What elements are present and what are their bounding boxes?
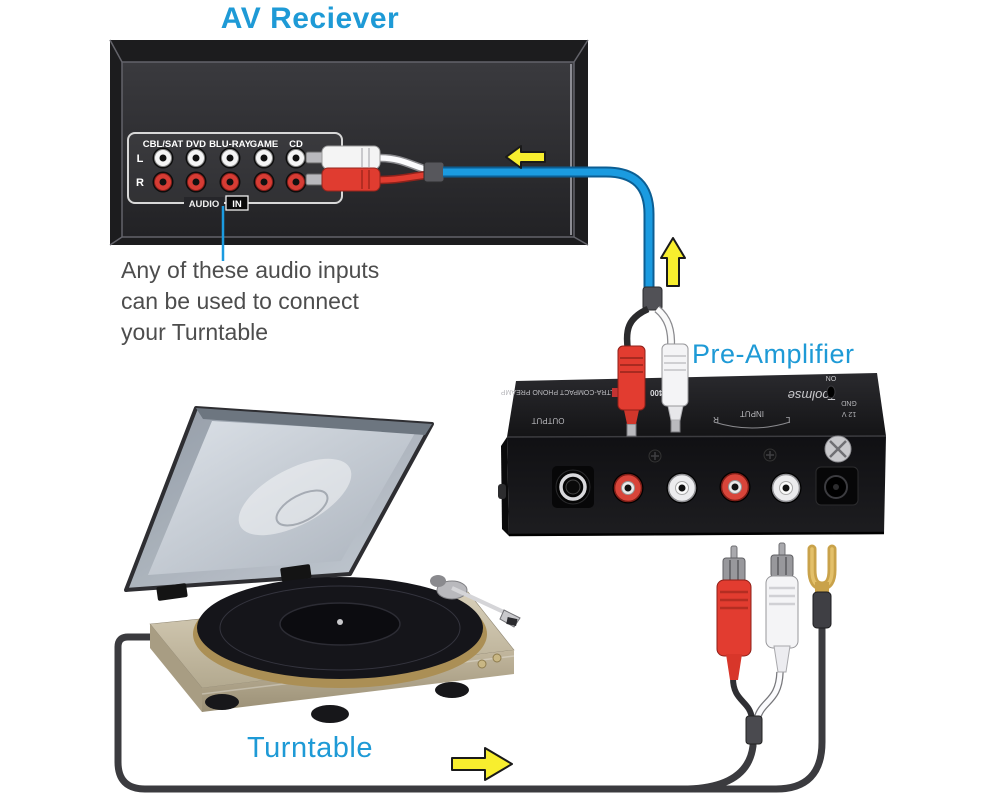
rca-jack-red	[719, 471, 751, 503]
input-labels: CBL/SAT DVD BLU-RAY GAME CD	[143, 139, 303, 150]
counterweight	[430, 575, 446, 587]
ground-spade-connector	[807, 544, 837, 629]
white-rca-plug	[765, 542, 799, 673]
input-label-cbl-sat: CBL/SAT	[143, 139, 184, 150]
tonearm	[430, 575, 521, 628]
quarter-inch-jack	[552, 466, 594, 508]
rca-jack-red	[612, 472, 644, 504]
rca-jack-white	[253, 147, 275, 169]
row-label-left: L	[137, 153, 144, 165]
pre-amplifier-title: Pre-Amplifier	[692, 339, 855, 369]
annotation-line: your Turntable	[121, 319, 269, 345]
cable-main-run	[114, 633, 704, 793]
white-rca-plug	[661, 343, 689, 433]
white-lead	[754, 671, 783, 720]
rca-jack-red	[253, 171, 275, 193]
input-label-dvd: DVD	[186, 139, 206, 150]
rca-jack-white	[666, 472, 698, 504]
preamp-brand: Toolmse	[788, 388, 837, 403]
red-lead	[730, 677, 755, 720]
in-badge	[225, 195, 249, 211]
in-badge-label: IN	[232, 199, 242, 210]
audio-label-backing	[184, 197, 224, 210]
preamp-front-jacks	[552, 435, 859, 508]
input-label-blu-ray: BLU-RAY	[209, 139, 252, 150]
platter	[193, 577, 487, 688]
blue-cable	[443, 166, 655, 290]
preamp-side-nub	[498, 484, 506, 499]
y-junction-sleeve	[745, 715, 763, 745]
splitter-sleeve	[642, 286, 663, 311]
arrow-up-icon	[660, 237, 686, 287]
av-receiver-title: AV Reciever	[220, 2, 400, 35]
rca-jack-white	[152, 147, 174, 169]
preamp-tagline: ULTRA-COMPACT PHONO PREAMP	[501, 388, 620, 395]
turntable-foot	[205, 694, 239, 710]
control-knob	[477, 659, 487, 669]
red-rca-plug	[617, 345, 646, 437]
preamp-top-face	[507, 373, 886, 437]
preamp-body: ULTRA-COMPACT PHONO PREAMP PP400 Toolmse…	[498, 373, 887, 537]
dust-cover	[124, 406, 434, 592]
annotation-line: can be used to connect	[121, 288, 359, 314]
power-switch	[826, 385, 836, 399]
turntable-image	[124, 406, 521, 723]
preamp-power-label: 12 V	[841, 410, 856, 417]
flow-arrows	[451, 145, 686, 781]
rca-jack-white	[185, 147, 207, 169]
cover-hinge	[280, 564, 312, 582]
rca-jack-white	[219, 147, 241, 169]
panel-screw	[763, 448, 777, 462]
preamp-gnd-label: GND	[841, 399, 857, 406]
panel-screw	[648, 449, 662, 463]
blue-cable-core	[443, 168, 653, 290]
cover-hinge	[156, 583, 188, 601]
preamp-input-r: R	[713, 415, 719, 424]
rca-jack-red	[185, 171, 207, 193]
rca-jack-red	[152, 171, 174, 193]
rca-jack-white	[770, 472, 802, 504]
preamp-on-label: ON	[826, 374, 837, 381]
rca-jack-red	[219, 171, 241, 193]
arrow-left-icon	[505, 145, 546, 169]
turntable-foot	[435, 682, 469, 698]
receiver-bevel-lines	[109, 39, 589, 246]
rca-jack-white	[285, 147, 307, 169]
audio-label: AUDIO	[189, 199, 220, 210]
preamp-output-label: OUTPUT	[531, 416, 564, 425]
cable-branch-ground	[692, 622, 826, 793]
cable-branch-rca	[684, 736, 757, 793]
turntable-rca-cable	[716, 542, 837, 745]
preamp-input-l: L	[785, 415, 790, 424]
ground-screw	[824, 435, 852, 463]
turntable-cable-run	[114, 622, 826, 793]
receiver-rca-plugs	[305, 145, 445, 192]
cartridge	[506, 617, 518, 626]
arrow-right-icon	[451, 747, 513, 781]
jack-row-left	[152, 147, 307, 169]
red-rca-plug	[716, 545, 752, 680]
preamp-input-label: INPUT	[740, 409, 764, 418]
spindle	[337, 619, 343, 625]
preamp-logo-badge-accent	[612, 388, 621, 397]
preamp-output-plugs	[617, 286, 689, 437]
dc-power-jack	[815, 466, 859, 506]
audio-inputs-annotation: Any of these audio inputs can be used to…	[121, 255, 379, 348]
row-label-right: R	[136, 177, 144, 189]
input-label-cd: CD	[289, 139, 303, 150]
jack-row-right	[152, 171, 307, 193]
receiver-input-panel: CBL/SAT DVD BLU-RAY GAME CD L R AUDIO	[127, 132, 343, 211]
annotation-line: Any of these audio inputs	[121, 257, 380, 283]
input-label-game: GAME	[250, 139, 279, 150]
red-rca-plug	[305, 167, 381, 192]
control-knob	[492, 653, 502, 663]
turntable-foot	[311, 705, 349, 723]
rca-jack-red	[285, 171, 307, 193]
turntable-title: Turntable	[247, 732, 373, 764]
cable-joint	[423, 161, 445, 183]
black-lead	[623, 306, 650, 351]
